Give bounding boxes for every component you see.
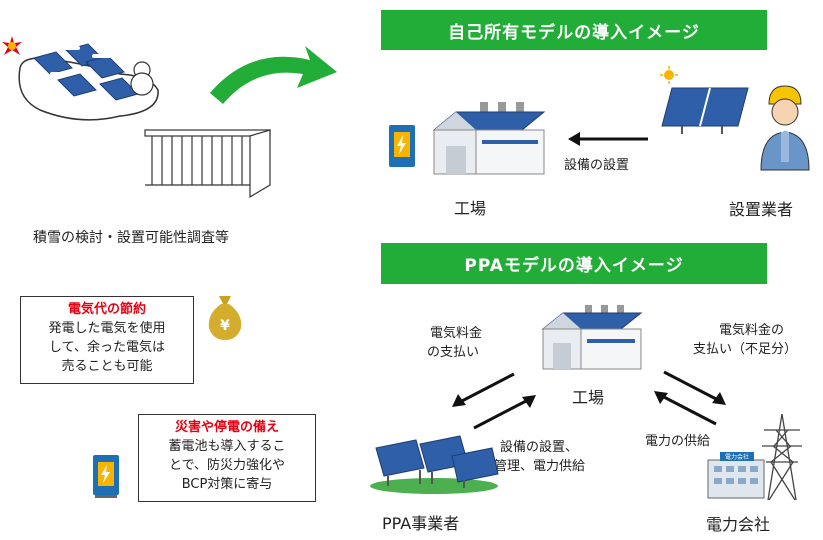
installer-solar-panel-illustration [661, 87, 749, 134]
storage-battery-icon [93, 455, 119, 498]
arrow-factory-to-utility [663, 370, 726, 405]
disaster-preparedness-line-2: とで、防災力強化や [168, 458, 286, 473]
ppa-solar-farm-illustration [370, 435, 499, 494]
power-company-label: 電力会社 [706, 515, 771, 534]
electricity-saving-line-2: して、余った電気は [49, 340, 165, 355]
self-owned-model-title: 自己所有モデルの導入イメージ [448, 22, 700, 43]
ppa-model-banner: PPAモデルの導入イメージ [381, 243, 767, 284]
ppa-service-line-1: 設備の設置、 [500, 440, 579, 455]
self-model-install-label: 設備の設置 [564, 158, 630, 173]
ppa-operator-label: PPA事業者 [382, 514, 460, 533]
ppa-model-factory-illustration [541, 305, 643, 370]
arrow-left-black [568, 132, 648, 146]
green-curved-arrow [205, 38, 340, 112]
self-model-battery-icon [389, 125, 415, 167]
disaster-preparedness-title: 災害や停電の備え [174, 420, 279, 435]
installer-worker-illustration [760, 85, 810, 171]
installer-label: 設置業者 [729, 200, 794, 219]
arrow-factory-to-ppa [452, 372, 515, 407]
ppa-model-factory-label: 工場 [572, 388, 605, 407]
power-company-building-illustration: 電力会社 [707, 452, 765, 499]
snowy-roof-panels-illustration [18, 43, 159, 121]
utility-payment-line-2: 支払い（不足分） [693, 342, 798, 357]
disaster-preparedness-box: 災害や停電の備え 蓄電池も導入するこ とで、防災力強化や BCP対策に寄与 [138, 414, 316, 502]
arrow-utility-to-factory [654, 391, 717, 426]
electricity-saving-title: 電気代の節約 [67, 302, 146, 317]
snowy-railing-illustration [144, 129, 271, 199]
money-bag-yen-symbol: ¥ [220, 318, 230, 334]
installer-sun-icon [660, 66, 678, 84]
electricity-saving-line-1: 発電した電気を使用 [48, 321, 166, 336]
self-owned-model-banner: 自己所有モデルの導入イメージ [381, 10, 767, 50]
ppa-model-title: PPAモデルの導入イメージ [464, 256, 684, 276]
power-supply-label: 電力の供給 [645, 434, 711, 449]
disaster-preparedness-line-3: BCP対策に寄与 [181, 477, 273, 492]
utility-payment-line-1: 電気料金の [719, 323, 785, 338]
disaster-preparedness-line-1: 蓄電池も導入するこ [168, 439, 286, 454]
snow-survey-caption: 積雪の検討・設置可能性調査等 [33, 230, 229, 246]
electricity-saving-line-3: 売ることも可能 [61, 359, 153, 374]
arrow-ppa-to-factory [473, 395, 536, 430]
electricity-saving-box: 電気代の節約 発電した電気を使用 して、余った電気は 売ることも可能 [20, 296, 194, 384]
ppa-payment-line-2: の支払い [427, 345, 480, 360]
self-model-factory-label: 工場 [454, 199, 487, 218]
ppa-payment-line-1: 電気料金 [430, 326, 483, 341]
ppa-service-line-2: 管理、電力供給 [494, 459, 586, 474]
money-bag-icon: ¥ [208, 296, 242, 340]
transmission-tower-illustration [762, 413, 802, 501]
power-company-building-sign: 電力会社 [725, 453, 749, 461]
self-model-factory-illustration [432, 102, 546, 175]
sparkle-sun-icon [2, 36, 22, 55]
